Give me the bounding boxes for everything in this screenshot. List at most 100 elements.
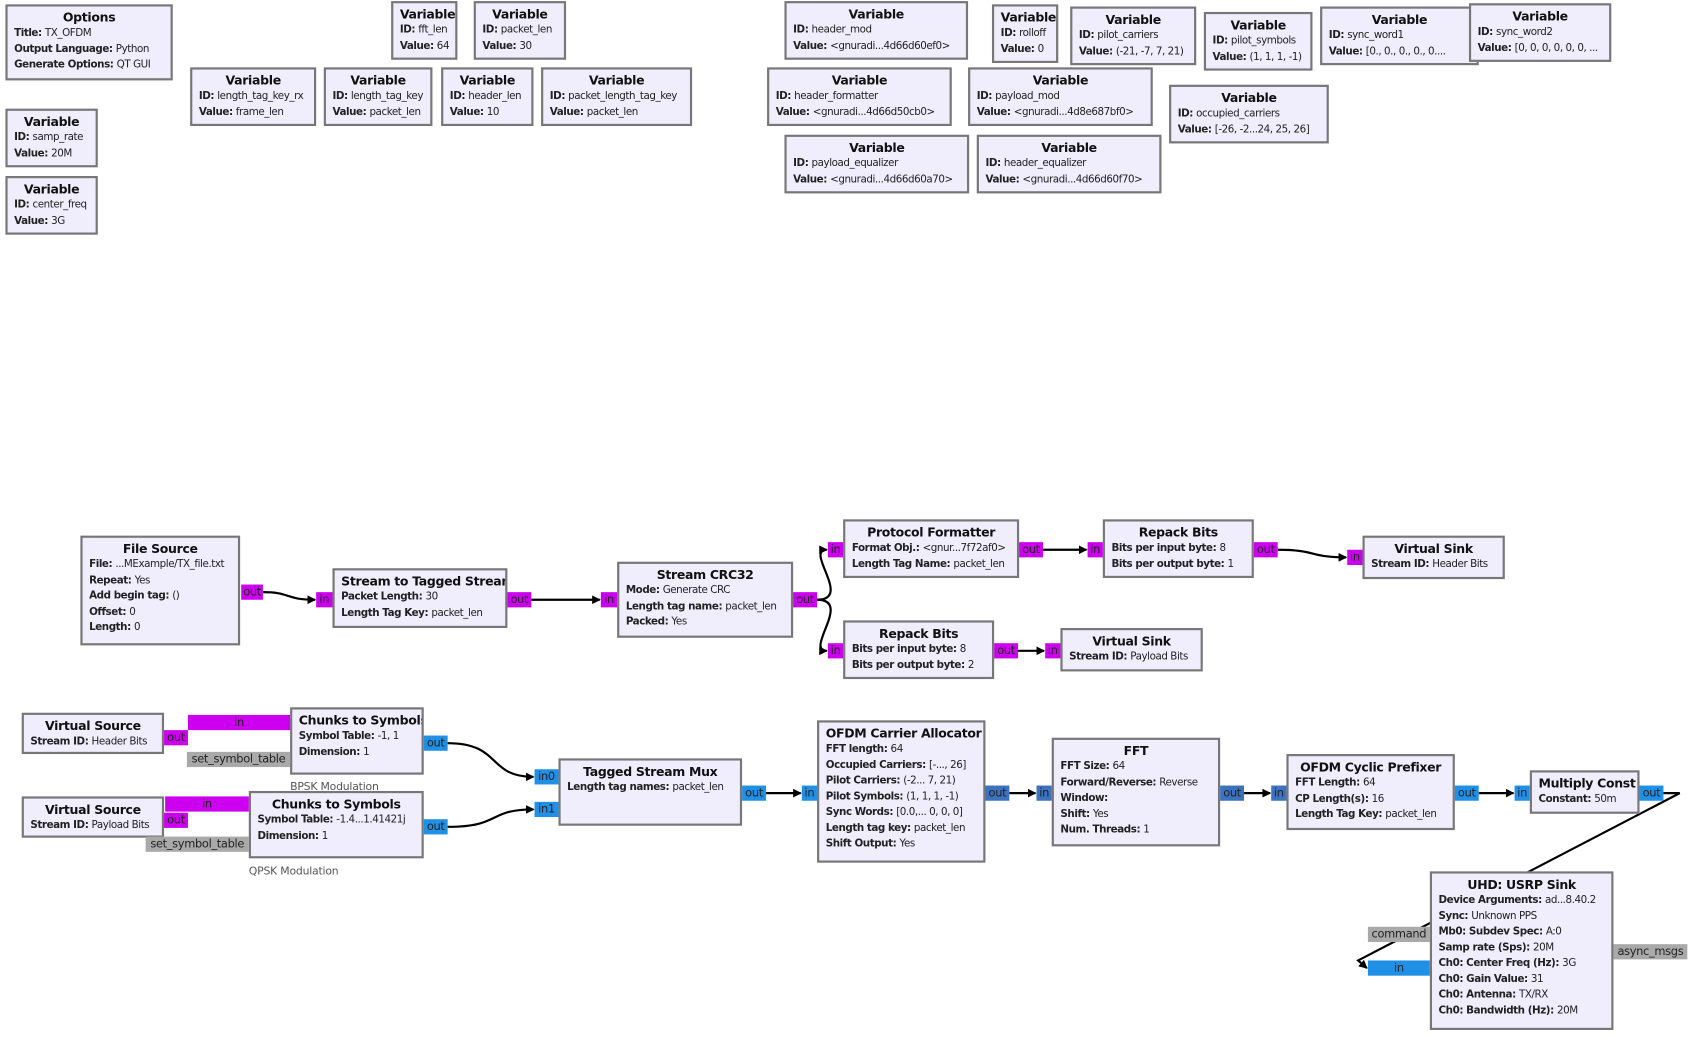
port-in[interactable]: in [1036, 785, 1052, 801]
port-out[interactable]: out [1454, 785, 1479, 801]
port-out[interactable]: out [507, 592, 532, 608]
port-in[interactable]: in [801, 785, 818, 801]
param-value: Generate CRC [662, 584, 731, 597]
port-in[interactable]: in [1271, 785, 1287, 801]
block-param: Repeat: Yes [89, 573, 231, 589]
port-in[interactable]: in [1367, 960, 1430, 976]
port-out[interactable]: out [1253, 542, 1278, 558]
param-value: 20M [51, 147, 72, 160]
port-in[interactable]: in [1347, 549, 1363, 565]
block-param: Bits per output byte: 2 [852, 658, 986, 674]
block-param: ID: pilot_carriers [1079, 28, 1188, 44]
param-separator: : [1524, 972, 1531, 985]
port-in[interactable]: in [165, 796, 249, 812]
port-set-symbol-table[interactable]: set_symbol_table [145, 836, 249, 852]
block-param: Ch0: Center Freq (Hz): 3G [1439, 956, 1605, 972]
port-in0[interactable]: in0 [534, 769, 559, 785]
block-param: ID: fft_len [400, 23, 449, 39]
port-in1[interactable]: in1 [534, 801, 559, 818]
port-out[interactable]: out [994, 643, 1019, 659]
port-in[interactable]: in [187, 714, 291, 731]
port-in[interactable]: in [1514, 785, 1530, 801]
param-value: 0 [1037, 42, 1045, 55]
port-out[interactable]: out [423, 819, 448, 835]
connection-wire[interactable] [447, 742, 535, 782]
port-out[interactable]: out [742, 785, 766, 801]
port-out[interactable]: out [985, 785, 1010, 801]
connection-wire[interactable] [447, 805, 535, 828]
param-separator: : [1189, 107, 1197, 120]
connection-wire[interactable] [262, 591, 317, 605]
port-command[interactable]: command [1367, 926, 1430, 942]
port-set-symbol-table[interactable]: set_symbol_table [186, 751, 291, 768]
port-in[interactable]: in [827, 542, 844, 558]
block-param: Ch0: Bandwidth (Hz): 20M [1439, 1003, 1605, 1019]
port-out[interactable]: out [1220, 785, 1245, 801]
connection-wire[interactable] [817, 545, 832, 601]
param-separator: : [1220, 557, 1228, 570]
port-out[interactable]: out [793, 592, 818, 608]
port-in[interactable]: in [1087, 542, 1103, 558]
port-async-msgs[interactable]: async_msgs [1613, 944, 1688, 960]
port-in[interactable]: in [827, 643, 844, 659]
port-out[interactable]: out [164, 812, 188, 828]
port-out[interactable]: out [423, 735, 448, 751]
port-in[interactable]: in [316, 592, 333, 608]
param-key: Value [793, 173, 824, 186]
connection-wire[interactable] [1277, 548, 1348, 562]
block-param: Value: <gnuradi...4d66d60a70> [793, 172, 960, 188]
port-in[interactable]: in [1045, 643, 1061, 659]
port-in[interactable]: in [600, 592, 618, 608]
port-out[interactable]: out [241, 584, 263, 600]
port-out[interactable]: out [1019, 542, 1044, 558]
param-separator: : [1356, 776, 1363, 789]
block-param: ID: sync_word1 [1329, 28, 1470, 44]
param-key: Packed [625, 616, 665, 628]
port-out[interactable]: out [164, 730, 188, 746]
connection-wire[interactable] [817, 598, 832, 656]
block-param: ID: length_tag_key_rx [199, 89, 308, 105]
param-separator: : [896, 774, 904, 787]
port-out[interactable]: out [1639, 785, 1664, 801]
param-separator: : [1555, 957, 1563, 970]
